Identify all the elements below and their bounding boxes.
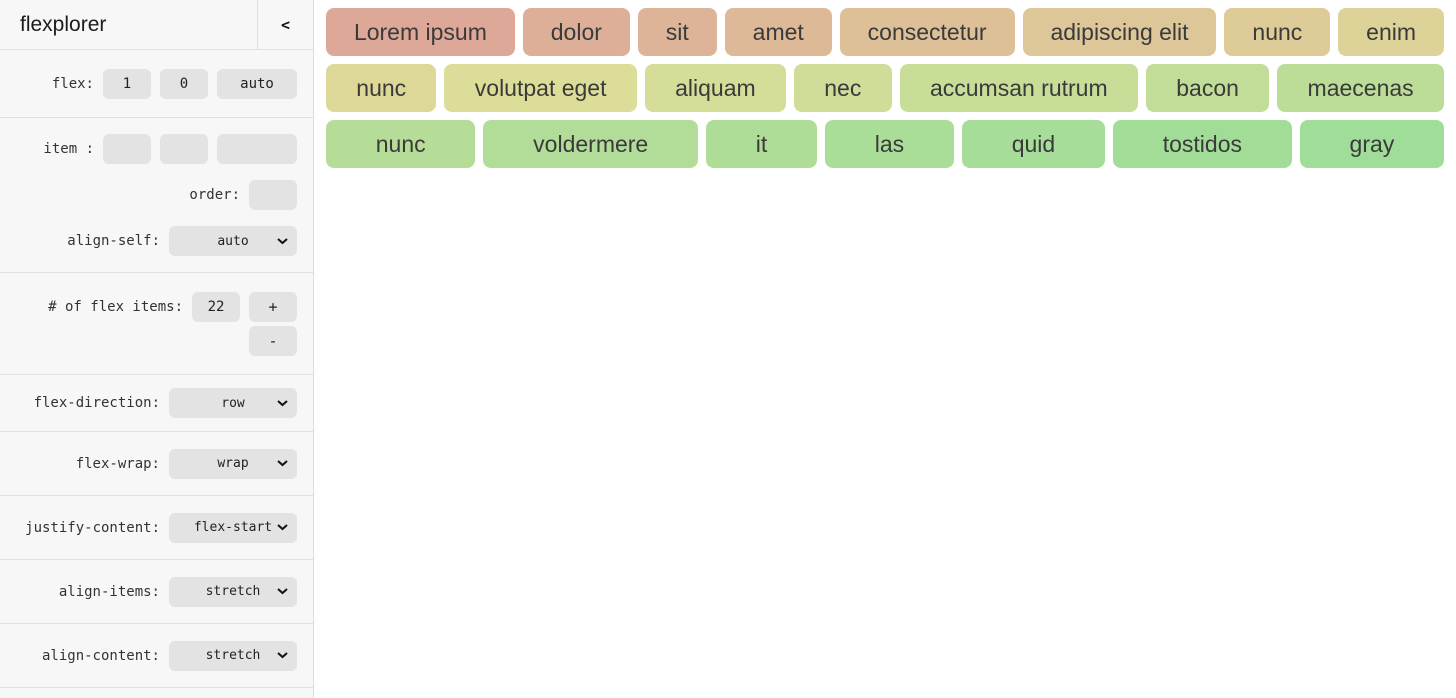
- flex-item[interactable]: gray: [1299, 120, 1445, 168]
- decrement-button[interactable]: -: [249, 325, 297, 356]
- section-align-content: align-content: stretch: [0, 624, 313, 688]
- section-item: item : order: align-self: auto: [0, 118, 313, 273]
- flex-item[interactable]: adipiscing elit: [1022, 8, 1217, 56]
- flex-direction-label: flex-direction:: [33, 395, 160, 411]
- sidebar: flexplorer < flex: item : order: align-s…: [0, 0, 314, 698]
- align-self-value: auto: [217, 233, 249, 249]
- increment-button[interactable]: +: [249, 291, 297, 322]
- collapse-sidebar-button[interactable]: <: [257, 0, 313, 49]
- flex-direction-select[interactable]: row: [169, 388, 297, 418]
- flex-item[interactable]: nec: [793, 64, 892, 112]
- flex-wrap-value: wrap: [217, 456, 249, 471]
- align-self-label: align-self:: [67, 233, 160, 249]
- flex-item[interactable]: sit: [637, 8, 717, 56]
- flex-item[interactable]: accumsan rutrum: [899, 64, 1138, 112]
- align-content-select[interactable]: stretch: [169, 640, 297, 671]
- order-label: order:: [189, 187, 240, 203]
- item-grow-input[interactable]: [103, 134, 151, 164]
- section-justify-content: justify-content: flex-start: [0, 496, 313, 560]
- flex-item[interactable]: volutpat eget: [444, 64, 637, 112]
- section-align-items: align-items: stretch: [0, 560, 313, 624]
- flex-item[interactable]: consectetur: [839, 8, 1015, 56]
- item-basis-input[interactable]: [217, 134, 297, 164]
- section-flex: flex:: [0, 50, 313, 118]
- align-content-value: stretch: [205, 648, 261, 663]
- align-items-select[interactable]: stretch: [169, 576, 297, 607]
- flex-item[interactable]: quid: [961, 120, 1105, 168]
- flex-item[interactable]: nunc: [326, 120, 476, 168]
- flex-basis-input[interactable]: [217, 68, 297, 99]
- app-title: flexplorer: [20, 12, 107, 36]
- flex-item[interactable]: amet: [724, 8, 832, 56]
- section-flex-direction: flex-direction: row: [0, 375, 313, 432]
- flex-item[interactable]: maecenas: [1277, 64, 1444, 112]
- align-items-value: stretch: [205, 584, 261, 599]
- item-label: item :: [43, 141, 94, 157]
- chevron-down-icon: [277, 237, 288, 245]
- flex-count-input[interactable]: [192, 291, 240, 322]
- flex-item[interactable]: aliquam: [644, 64, 786, 112]
- flex-item[interactable]: enim: [1338, 8, 1444, 56]
- flex-shrink-input[interactable]: [160, 68, 208, 99]
- flex-item[interactable]: nunc: [326, 64, 437, 112]
- align-self-select[interactable]: auto: [169, 226, 297, 256]
- flex-wrap-select[interactable]: wrap: [169, 448, 297, 479]
- flex-grow-input[interactable]: [103, 68, 151, 99]
- flex-item[interactable]: tostidos: [1112, 120, 1292, 168]
- justify-content-select[interactable]: flex-start: [169, 512, 297, 543]
- chevron-down-icon: [277, 652, 288, 659]
- sidebar-header: flexplorer <: [0, 0, 313, 50]
- chevron-down-icon: [277, 460, 288, 467]
- section-count: # of flex items: + -: [0, 273, 313, 375]
- chevron-down-icon: [277, 399, 288, 407]
- justify-content-value: flex-start: [193, 520, 273, 535]
- item-shrink-input[interactable]: [160, 134, 208, 164]
- flex-item[interactable]: las: [825, 120, 954, 168]
- flex-item[interactable]: it: [705, 120, 818, 168]
- chevron-down-icon: [277, 524, 288, 531]
- justify-content-label: justify-content:: [25, 519, 160, 536]
- flex-wrap-label: flex-wrap:: [75, 455, 160, 472]
- flex-item[interactable]: Lorem ipsum: [326, 8, 515, 56]
- section-flex-wrap: flex-wrap: wrap: [0, 432, 313, 496]
- flex-item[interactable]: nunc: [1224, 8, 1331, 56]
- flex-item[interactable]: bacon: [1145, 64, 1270, 112]
- flex-direction-value: row: [221, 395, 245, 411]
- flex-label: flex:: [51, 75, 94, 92]
- order-input[interactable]: [249, 180, 297, 210]
- flex-item[interactable]: dolor: [522, 8, 630, 56]
- chevron-left-icon: <: [280, 15, 291, 34]
- align-items-label: align-items:: [58, 583, 160, 600]
- chevron-down-icon: [277, 588, 288, 595]
- flex-item[interactable]: voldermere: [483, 120, 698, 168]
- flex-count-label: # of flex items:: [48, 298, 183, 315]
- align-content-label: align-content:: [41, 647, 160, 664]
